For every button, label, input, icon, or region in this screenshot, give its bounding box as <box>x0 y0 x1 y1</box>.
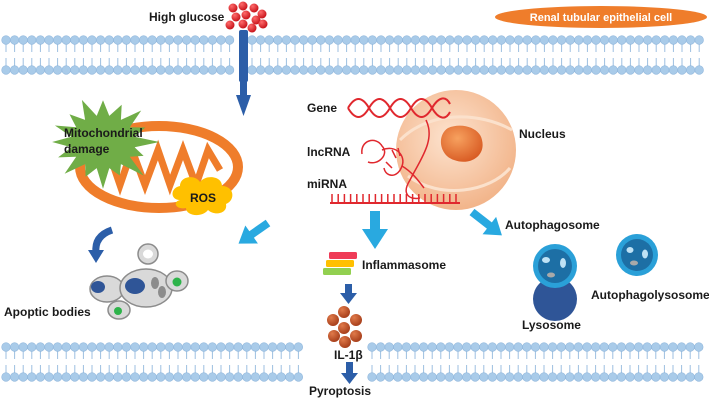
il1b-label: IL-1β <box>334 348 363 362</box>
arrow-to-autophagy-icon <box>469 208 502 236</box>
inflammasome-label: Inflammasome <box>362 258 446 272</box>
ros-cloud-icon: ROS <box>172 177 233 216</box>
apoptotic-bodies-label: Apoptic bodies <box>4 305 91 319</box>
bottom-right-cell-membrane <box>367 342 704 382</box>
mirna-label: miRNA <box>307 177 347 191</box>
mitochondrial-damage-line1: Mitochondrial <box>64 126 143 140</box>
mirna-strand-icon <box>330 194 460 204</box>
apoptotic-bodies-icon <box>89 243 189 320</box>
lysosome-icon <box>533 277 577 321</box>
glucose-molecules-icon <box>225 1 268 33</box>
lncrna-label: lncRNA <box>307 145 351 159</box>
glucose-transporter-icon <box>236 30 251 116</box>
autophagosome-label: Autophagosome <box>505 218 600 232</box>
mitochondrial-damage-line2: damage <box>64 142 110 156</box>
nucleus-icon <box>396 90 516 210</box>
inflammasome-icon <box>323 252 357 275</box>
arrow-to-apoptosis-icon <box>238 219 271 244</box>
autophagolysosome-icon <box>616 234 658 276</box>
bottom-left-cell-membrane <box>1 342 304 382</box>
nucleus-label: Nucleus <box>519 127 566 141</box>
arrow-to-il1b-icon <box>340 284 357 304</box>
autophagolysosome-label: Autophagolysosome <box>591 288 709 302</box>
pyroptosis-label: Pyroptosis <box>309 384 371 398</box>
autophagosome-icon <box>533 244 577 288</box>
arrow-to-pyroptosis-icon <box>341 362 358 384</box>
dna-helix-icon <box>347 97 451 119</box>
damage-burst-icon <box>52 99 160 189</box>
arrow-to-inflammasome-icon <box>362 211 388 249</box>
ros-label: ROS <box>190 191 216 205</box>
curved-arrow-icon <box>88 226 114 263</box>
high-glucose-label: High glucose <box>149 10 225 24</box>
cell-type-badge: Renal tubular epithelial cell <box>495 6 707 28</box>
gene-label: Gene <box>307 101 337 115</box>
cell-type-label: Renal tubular epithelial cell <box>530 12 672 24</box>
il1b-molecules-icon <box>327 306 362 348</box>
lysosome-label: Lysosome <box>522 318 581 332</box>
top-cell-membrane <box>1 35 704 75</box>
